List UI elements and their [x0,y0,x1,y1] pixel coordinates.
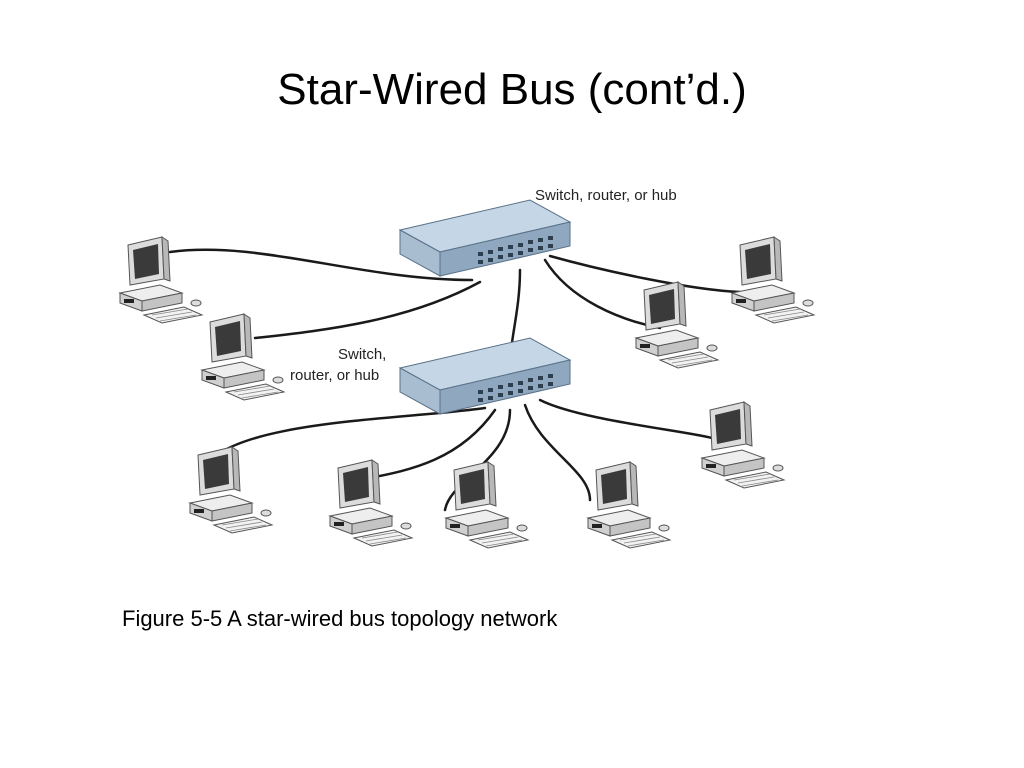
workstation-icon [701,401,785,489]
cable-upper-left-1 [168,248,474,282]
workstation-icon [731,236,815,324]
workstation-icon [201,313,285,401]
workstation-icon [445,461,529,549]
workstation-icon [587,461,671,549]
upper-switch-icon [399,199,571,277]
cable-lower-1 [200,406,487,472]
workstation-icon [329,459,413,547]
cable-upper-left-2 [253,280,482,340]
top-device-label: Switch, router, or hub [535,187,677,204]
cable-lower-5 [538,398,714,440]
slide-title: Star-Wired Bus (cont’d.) [277,65,747,114]
network-diagram: Switch, router, or hub Switch, router, o… [119,187,815,549]
cable-lower-2 [368,408,497,480]
bottom-device-label-line2: router, or hub [290,367,379,384]
workstation-icon [189,446,273,534]
figure-caption: Figure 5-5 A star-wired bus topology net… [122,606,558,631]
workstation-icon [635,281,719,369]
cable-upper-right-2 [548,254,742,294]
cable-lower-4 [523,403,592,502]
bottom-device-label-line1: Switch, [338,346,386,363]
